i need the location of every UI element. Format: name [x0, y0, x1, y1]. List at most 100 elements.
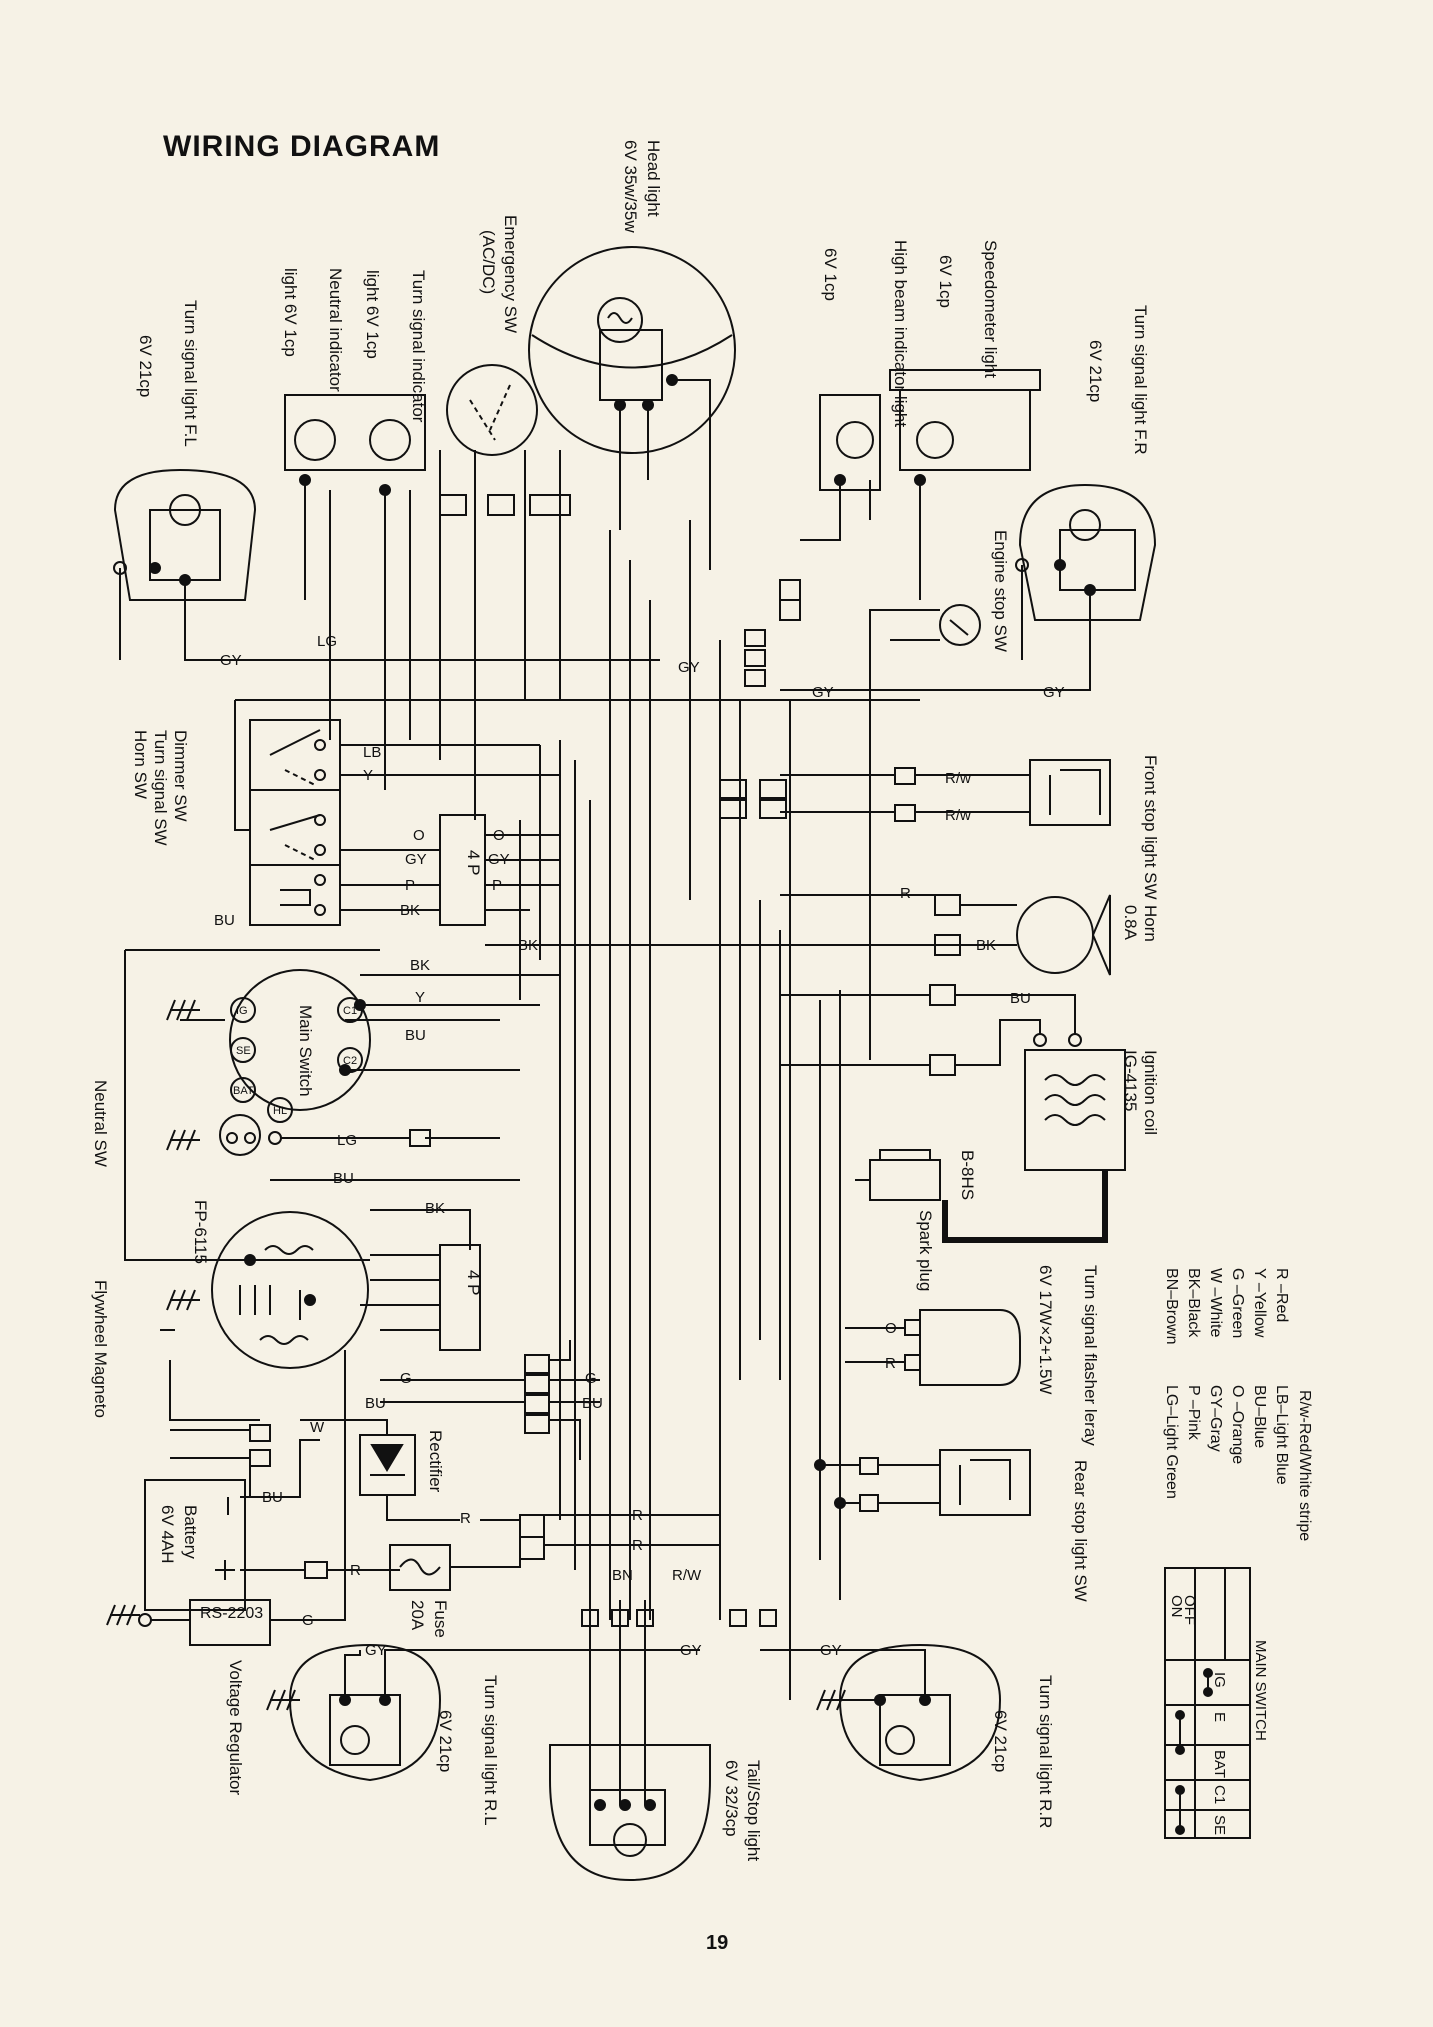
battery-label: Battery — [181, 1505, 200, 1559]
wire-label: LB — [363, 744, 381, 761]
wire-label: O — [493, 827, 505, 844]
battery-spec: 6V 4AH — [158, 1505, 177, 1564]
wire-label: R/w — [945, 807, 971, 824]
neutral-sw-label: Neutral SW — [91, 1080, 110, 1167]
ground-symbols — [106, 999, 850, 1711]
wire-label: BU — [365, 1395, 386, 1412]
engine-stop-switch — [869, 604, 981, 1060]
head-light-label: Head light — [644, 140, 663, 217]
wire-label: R — [632, 1507, 643, 1524]
wire-label: BK — [518, 937, 538, 954]
main-switch-label: Main Switch — [296, 1005, 315, 1097]
wire-label: LG — [337, 1132, 357, 1149]
wire-label: R — [350, 1562, 361, 1579]
high-beam-label: High beam indicator light — [891, 240, 910, 427]
magneto-label: Flywheel Magneto — [91, 1280, 110, 1418]
wire-label: G — [400, 1370, 412, 1387]
wire-label: R — [900, 885, 911, 902]
wire-label: R — [460, 1510, 471, 1527]
legend-entry: Y –Yellow — [1251, 1268, 1268, 1338]
turn-rl-label: Turn signal light R.L — [481, 1675, 500, 1826]
spark-plug-spec: B-8HS — [958, 1150, 977, 1200]
wire-label: P — [405, 877, 415, 894]
turn-signal-rear-right — [760, 1643, 1002, 1782]
fuse-spec: 20A — [408, 1600, 427, 1631]
wire-label: BN — [612, 1567, 633, 1584]
horn-spec: 0.8A — [1121, 905, 1140, 941]
flasher-spec: 6V 17W×2+1.5W — [1036, 1265, 1055, 1394]
wire-label: R — [885, 1355, 896, 1372]
table-col: E — [1211, 1712, 1228, 1722]
flasher-label: Turn signal flasher leray — [1081, 1265, 1100, 1446]
voltage-regulator — [138, 1350, 346, 1646]
table-col: C1 — [1211, 1785, 1228, 1804]
engine-stop-label: Engine stop SW — [991, 530, 1010, 652]
rectifier-label: Rectifier — [426, 1430, 445, 1493]
turn-signal-front-right — [780, 483, 1157, 691]
speedometer-highbeam — [800, 369, 1041, 600]
terminal-bat: BAT — [233, 1085, 254, 1097]
flasher-relay — [845, 1309, 1021, 1386]
spark-plug — [855, 1149, 941, 1201]
speedometer-label: Speedometer light — [981, 240, 1000, 378]
front-stop-switch — [780, 759, 1111, 826]
terminal-se: SE — [236, 1045, 251, 1057]
neutral-switch — [219, 1114, 500, 1156]
wire-label: GY — [220, 652, 242, 669]
wire-label: W — [310, 1419, 325, 1436]
wire-label: GY — [405, 851, 427, 868]
handlebar-switch-block — [234, 699, 920, 926]
wire-label: BU — [582, 1395, 603, 1412]
wire-label: G — [302, 1612, 314, 1629]
wire-label: Y — [363, 767, 373, 784]
wire-label: GY — [812, 684, 834, 701]
magneto-model: FP-6115 — [191, 1200, 210, 1264]
spark-plug-label: Spark plug — [916, 1210, 935, 1291]
wire-label: GY — [820, 1642, 842, 1659]
turn-fl-spec: 6V 21cp — [136, 335, 155, 397]
emergency-switch — [439, 364, 571, 820]
main-bus-wiring — [519, 520, 841, 1700]
main-switch-table — [1164, 1567, 1251, 1839]
front-stop-label: Front stop light SW — [1141, 755, 1160, 900]
regulator-label: Voltage Regulator — [226, 1660, 245, 1795]
connector-cluster-lower — [380, 1340, 720, 1560]
wire-label: BU — [1010, 990, 1031, 1007]
wire-label: Y — [415, 989, 425, 1006]
emergency-sw-label: Emergency SW — [501, 215, 520, 333]
wire-label: R/W — [672, 1567, 702, 1584]
turn-indicator-spec: light 6V 1cp — [363, 270, 382, 359]
turn-fr-label: Turn signal light F.R — [1131, 305, 1150, 455]
battery — [144, 1424, 400, 1611]
terminal-c1: C1 — [343, 1005, 357, 1017]
turn-signal-rear-left — [288, 1643, 700, 1782]
legend-entry: BN–Brown — [1163, 1268, 1180, 1344]
legend-entry: GY–Gray — [1207, 1385, 1224, 1452]
legend-entry: LB–Light Blue — [1273, 1385, 1290, 1485]
high-beam-spec: 6V 1cp — [821, 248, 840, 301]
wire-label: BK — [976, 937, 996, 954]
table-col: SE — [1211, 1815, 1228, 1835]
neutral-indicator-spec: light 6V 1cp — [281, 268, 300, 357]
table-col: BAT — [1211, 1750, 1228, 1778]
table-row: OFF — [1181, 1595, 1198, 1625]
neutral-indicator-label: Neutral indicator — [326, 268, 345, 392]
speedometer-spec: 6V 1cp — [936, 255, 955, 308]
flywheel-magneto — [160, 1179, 520, 1421]
main-switch — [124, 949, 560, 1261]
horn — [780, 894, 1111, 976]
turn-rr-spec: 6V 21cp — [991, 1710, 1010, 1772]
wire-label: P — [492, 877, 502, 894]
table-col: IG — [1211, 1672, 1228, 1688]
turn-rl-spec: 6V 21cp — [436, 1710, 455, 1772]
terminal-ig: IG — [236, 1005, 248, 1017]
ignition-coil — [780, 984, 1126, 1243]
rear-stop-switch — [814, 1449, 1031, 1516]
wire-label: BK — [425, 1200, 445, 1217]
legend-header: R/w-Red/White stripe — [1296, 1390, 1313, 1541]
wire-label: BK — [400, 902, 420, 919]
wire-label: BK — [410, 957, 430, 974]
wire-label: O — [413, 827, 425, 844]
